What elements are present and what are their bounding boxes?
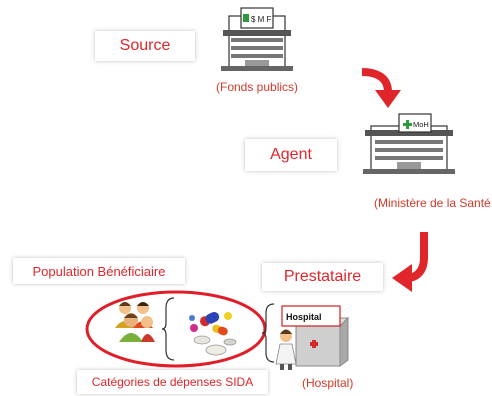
people-group-icon (115, 302, 155, 342)
finance-building-icon: $ M F (221, 7, 293, 71)
health-ministry-building-icon: MoH (363, 113, 455, 174)
moh-sign: MoH (413, 120, 429, 129)
brace-right (261, 303, 275, 363)
mof-sign: $ M F (251, 15, 272, 24)
ministere-caption: (Ministère de la Santé (374, 196, 491, 210)
flow-arrow-1 (361, 68, 401, 108)
categories-label: Catégories de dépenses SIDA (77, 370, 268, 394)
medicine-pills-icon (189, 311, 237, 356)
population-label: Population Bénéficiaire (13, 258, 185, 284)
hospital-caption: (Hospital) (302, 376, 354, 390)
hospital-sign: Hospital (286, 312, 322, 322)
prestataire-label: Prestataire (262, 263, 383, 291)
beneficiary-ellipse (85, 290, 267, 368)
agent-label: Agent (245, 139, 337, 171)
brace-left (161, 297, 175, 361)
source-label: Source (95, 31, 195, 61)
flow-arrow-2 (392, 232, 428, 292)
fonds-caption: (Fonds publics) (216, 80, 299, 94)
hospital-icon: Hospital (275, 305, 350, 370)
